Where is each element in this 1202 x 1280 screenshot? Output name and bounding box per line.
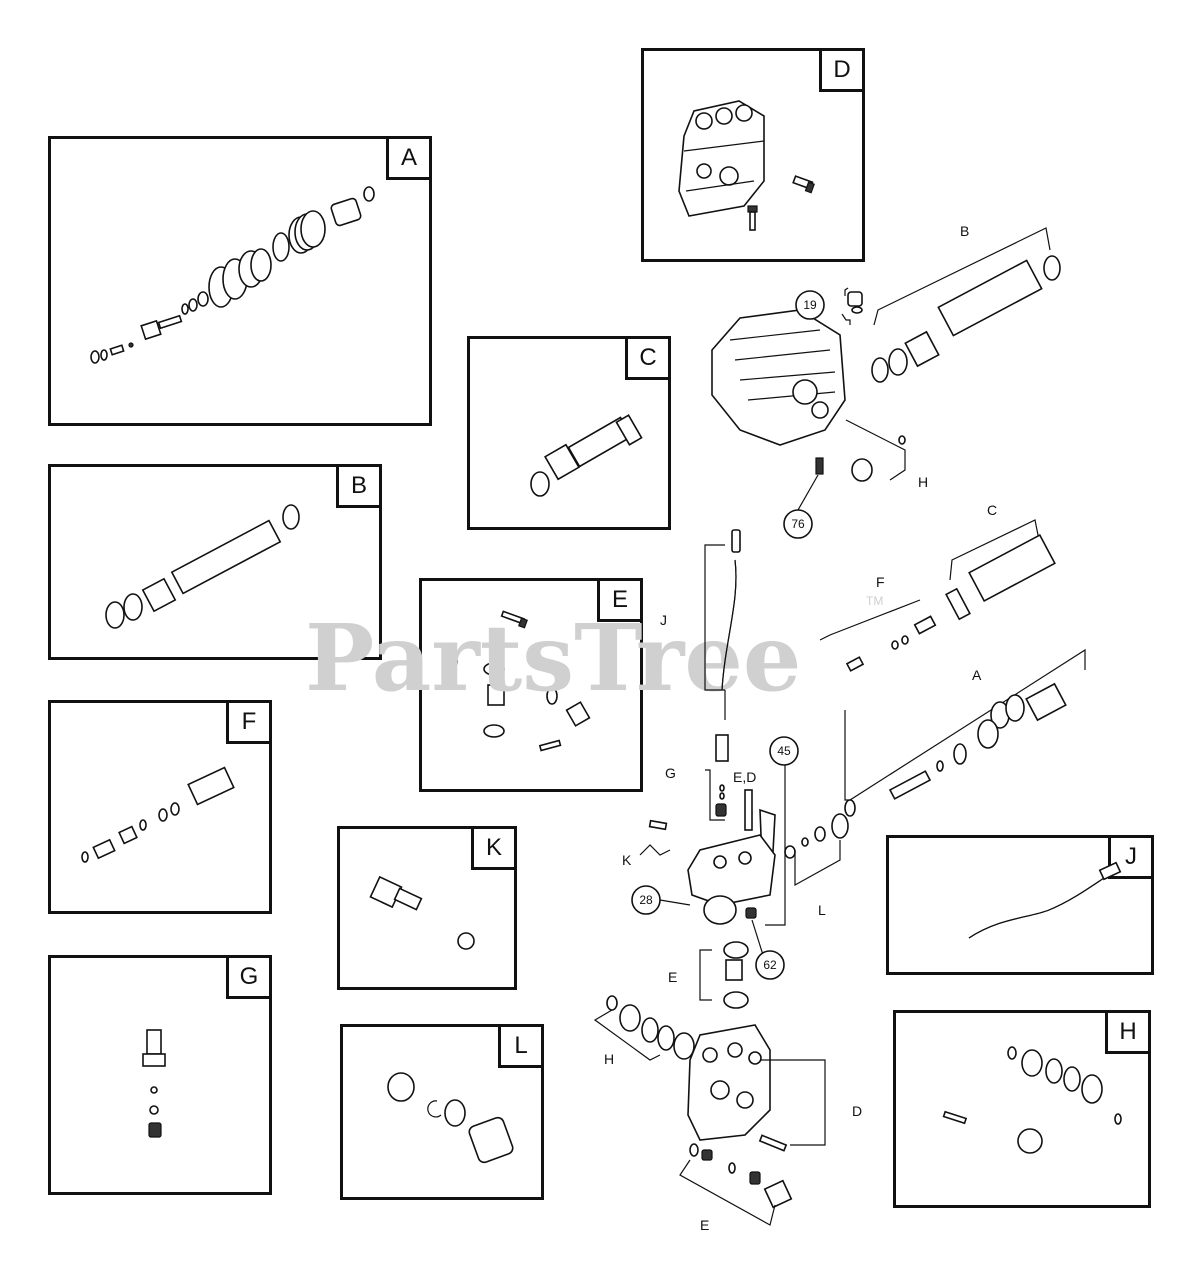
- panel-j-tag: J: [1108, 835, 1154, 879]
- callout-line-f: [819, 599, 921, 641]
- panel-g-drawing: [142, 1029, 166, 1138]
- callout-bracket-e-mid: [699, 949, 712, 1001]
- callout-c: C: [987, 502, 997, 518]
- circled-number-28: 28: [631, 885, 661, 915]
- fitting-part: [369, 875, 475, 950]
- panel-d: D: [641, 48, 865, 262]
- callout-f: F: [876, 574, 885, 590]
- callout-bracket-g: [705, 690, 726, 821]
- middle-assembly-parts: [648, 529, 1067, 925]
- circled-number-62: 62: [755, 950, 785, 980]
- lower-head-parts: [606, 941, 793, 1209]
- callout-bracket-19: [841, 287, 851, 325]
- callout-bracket-e-bottom: [679, 1159, 776, 1226]
- panel-k-drawing: [369, 875, 475, 950]
- panel-e-tag: E: [597, 578, 643, 622]
- svg-text:28: 28: [639, 893, 653, 907]
- injector-valve-parts: [81, 766, 235, 863]
- panel-c: C: [467, 336, 671, 530]
- callout-bracket-h-bottom: [593, 1009, 661, 1061]
- callout-e-bottom: E: [700, 1217, 709, 1233]
- panel-d-tag: D: [819, 48, 865, 92]
- callout-line-k: [639, 844, 671, 856]
- panel-l-drawing: [387, 1072, 514, 1164]
- panel-a-tag: A: [386, 136, 432, 180]
- panel-h-tag: H: [1105, 1010, 1151, 1054]
- seal-kit-parts: [942, 1046, 1122, 1154]
- svg-text:19: 19: [803, 298, 817, 312]
- callout-b: B: [960, 223, 969, 239]
- unloader-valve-parts: [90, 186, 375, 364]
- panel-g: G: [48, 955, 272, 1195]
- check-valve-parts: [446, 610, 591, 752]
- callout-line-j: [704, 544, 725, 691]
- panel-k: K: [337, 826, 517, 990]
- circled-number-45: 45: [769, 736, 799, 766]
- panel-l: L: [340, 1024, 544, 1200]
- callout-leader-76: [797, 474, 819, 511]
- callout-h-bottom: H: [604, 1051, 614, 1067]
- callout-line-a: [844, 648, 1086, 801]
- watermark-text: PartsTree: [305, 604, 801, 712]
- circled-number-76: 76: [783, 509, 813, 539]
- callout-bracket-d: [760, 1059, 826, 1146]
- callout-line-c: [949, 519, 1041, 581]
- panel-h-drawing: [942, 1046, 1122, 1154]
- plug-assembly-part: [530, 414, 643, 497]
- screw-part: [792, 175, 815, 194]
- panel-b: B: [48, 464, 382, 660]
- callout-line-h: [845, 419, 906, 481]
- plug-assembly-part: [105, 504, 300, 629]
- callout-j: J: [660, 612, 667, 628]
- panel-c-drawing: [530, 414, 643, 497]
- panel-e: E: [419, 578, 643, 792]
- panel-g-tag: G: [226, 955, 272, 999]
- pump-crankcase-part: [711, 255, 1061, 482]
- panel-e-drawing: [446, 610, 591, 752]
- panel-j-drawing: [968, 861, 1122, 939]
- callout-ed: E,D: [733, 769, 756, 785]
- panel-h: H: [893, 1010, 1151, 1208]
- panel-j: J: [886, 835, 1154, 975]
- panel-d-drawing: [678, 100, 815, 231]
- callout-e-mid: E: [668, 969, 677, 985]
- panel-a: A: [48, 136, 432, 426]
- callout-line-b: [873, 227, 1051, 326]
- panel-f-drawing: [81, 766, 235, 863]
- callout-bracket-l: [794, 840, 841, 887]
- circled-number-19: 19: [795, 290, 825, 320]
- callout-g: G: [665, 765, 676, 781]
- hose-part: [968, 861, 1122, 939]
- fitting-parts: [142, 1029, 166, 1138]
- callout-leader-28: [659, 899, 691, 906]
- callout-d: D: [852, 1103, 862, 1119]
- panel-f: F: [48, 700, 272, 914]
- panel-f-tag: F: [226, 700, 272, 744]
- screw-part: [747, 205, 758, 231]
- callout-leader-45: [765, 765, 786, 926]
- callout-a: A: [972, 667, 982, 683]
- panel-l-tag: L: [498, 1024, 544, 1068]
- panel-c-tag: C: [625, 336, 671, 380]
- callout-l: L: [818, 902, 826, 918]
- callout-k: K: [622, 852, 632, 868]
- svg-text:45: 45: [777, 744, 791, 758]
- watermark-tm: TM: [866, 594, 883, 608]
- manifold-head-part: [678, 100, 765, 217]
- panel-b-drawing: [105, 504, 300, 629]
- panel-k-tag: K: [471, 826, 517, 870]
- callout-h-top: H: [918, 474, 928, 490]
- panel-b-tag: B: [336, 464, 382, 508]
- callout-leader-62: [751, 919, 764, 956]
- svg-text:62: 62: [763, 958, 777, 972]
- svg-text:76: 76: [791, 517, 805, 531]
- seal-parts: [387, 1072, 514, 1164]
- panel-a-drawing: [90, 186, 375, 364]
